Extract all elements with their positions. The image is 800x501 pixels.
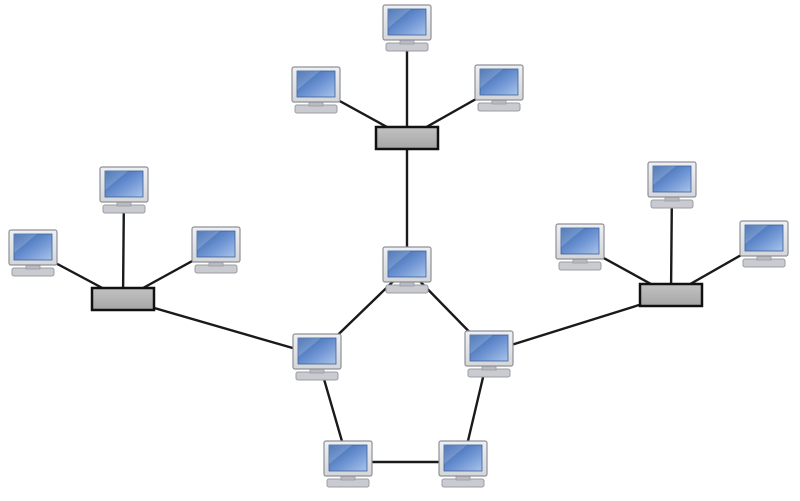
hub-right-network-hub-icon xyxy=(638,282,704,308)
top-hub-pc-2-desktop-computer-icon xyxy=(291,66,341,114)
ring-bottom-left-desktop-computer-icon xyxy=(323,440,373,488)
hub-left-network-hub-icon xyxy=(90,286,156,312)
right-hub-pc-2-desktop-computer-icon xyxy=(555,223,605,271)
hubs-layer xyxy=(90,125,704,312)
left-hub-pc-3-desktop-computer-icon xyxy=(191,226,241,274)
links-layer xyxy=(31,24,766,464)
left-hub-pc-1-desktop-computer-icon xyxy=(99,166,149,214)
right-hub-pc-1-desktop-computer-icon xyxy=(647,161,697,209)
ring-left-desktop-computer-icon xyxy=(292,333,342,381)
left-hub-pc-2-desktop-computer-icon xyxy=(8,229,58,277)
computers-layer xyxy=(8,4,789,488)
top-hub-pc-1-desktop-computer-icon xyxy=(382,4,432,52)
ring-right-desktop-computer-icon xyxy=(464,330,514,378)
ring-bottom-right-desktop-computer-icon xyxy=(438,440,488,488)
ring-top-desktop-computer-icon xyxy=(382,246,432,294)
link-hub-left-to-ring-left xyxy=(121,297,319,357)
top-hub-pc-3-desktop-computer-icon xyxy=(474,64,524,112)
hub-top-network-hub-icon xyxy=(374,125,440,151)
right-hub-pc-3-desktop-computer-icon xyxy=(739,220,789,268)
